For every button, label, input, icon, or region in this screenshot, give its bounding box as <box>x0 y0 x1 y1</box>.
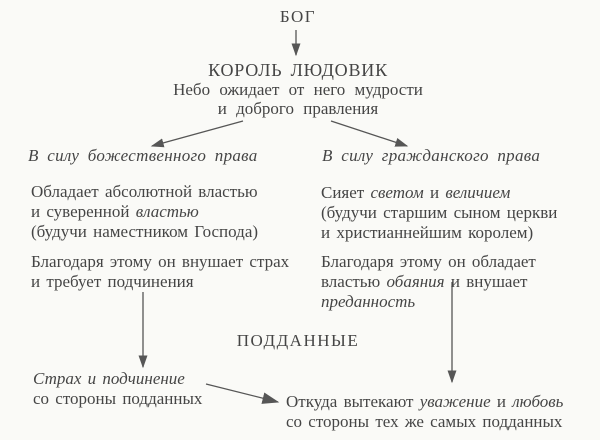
civil-right-paragraph-1: Сияет светом и величием (будучи старшим … <box>321 183 557 243</box>
divine-right-paragraph-2: Благодаря этому он внушает страх и требу… <box>31 252 289 292</box>
respect-line1-italic2: любовь <box>512 392 564 411</box>
divine-p1-line1: Обладает абсолютной властью <box>31 182 258 201</box>
respect-line2: со стороны тех же самых подданных <box>286 412 563 431</box>
civil-p1-line1-roman1: Сияет <box>321 183 365 202</box>
divine-p1-line3: (будучи наместником Господа) <box>31 222 259 241</box>
civil-p2-line2-italic: обаяния <box>386 272 445 291</box>
king-subtitle-line1: Небо ожидает от него мудрости <box>173 80 423 99</box>
arrow-king-to-divine-right <box>150 120 244 148</box>
civil-p2-line2-roman1: властью <box>321 272 381 291</box>
node-subjects: ПОДДАННЫЕ <box>236 331 360 350</box>
respect-line1: Откуда вытекают уважение и любовь <box>286 392 563 412</box>
fear-line1: Страх и подчинение <box>33 369 185 388</box>
respect-line1-italic1: уважение <box>419 392 491 411</box>
divine-p2-line1: Благодаря этому он внушает страх <box>31 252 290 271</box>
civil-right-heading: В силу гражданского права <box>322 146 541 165</box>
civil-p1-line1-italic1: светом <box>370 183 424 202</box>
node-king: КОРОЛЬ ЛЮДОВИК Небо ожидает от него мудр… <box>0 60 596 118</box>
divine-right-paragraph-1: Обладает абсолютной властью и суверенной… <box>31 182 258 242</box>
divine-p2-line2: и требует подчинения <box>31 272 194 291</box>
civil-p1-line2: (будучи старшим сыном церкви <box>321 203 558 222</box>
divine-p1-line2-italic: властью <box>135 202 199 221</box>
civil-p1-line3: и христианнейшим королем) <box>321 223 534 242</box>
king-subtitle-line2: и доброго правления <box>217 99 379 118</box>
fear-obedience-block: Страх и подчинение со стороны подданных <box>33 369 202 409</box>
divine-p1-line2: и суверенной властью <box>31 202 258 222</box>
civil-right-paragraph-2: Благодаря этому он обладает властью обая… <box>321 252 536 312</box>
respect-line1-roman1: Откуда вытекают <box>286 392 414 411</box>
civil-p1-line1-italic2: величием <box>445 183 511 202</box>
arrow-king-to-civil-right <box>330 120 409 147</box>
civil-p1-line1-roman2: и <box>429 183 440 202</box>
civil-p1-line1: Сияет светом и величием <box>321 183 557 203</box>
respect-love-block: Откуда вытекают уважение и любовь со сто… <box>286 392 563 432</box>
king-title: КОРОЛЬ ЛЮДОВИК <box>208 60 388 80</box>
civil-p2-line3: преданность <box>321 292 416 311</box>
respect-line1-roman2: и <box>496 392 507 411</box>
arrow-fear-to-respect <box>205 383 280 404</box>
divine-right-heading: В силу божественного права <box>28 146 258 165</box>
civil-p2-line2: властью обаяния и внушает <box>321 272 536 292</box>
divine-p1-line2-roman: и суверенной <box>31 202 130 221</box>
node-god: БОГ <box>279 7 317 26</box>
civil-p2-line1: Благодаря этому он обладает <box>321 252 536 271</box>
civil-p2-line2-roman2: и внушает <box>450 272 528 291</box>
fear-line2: со стороны подданных <box>33 389 203 408</box>
